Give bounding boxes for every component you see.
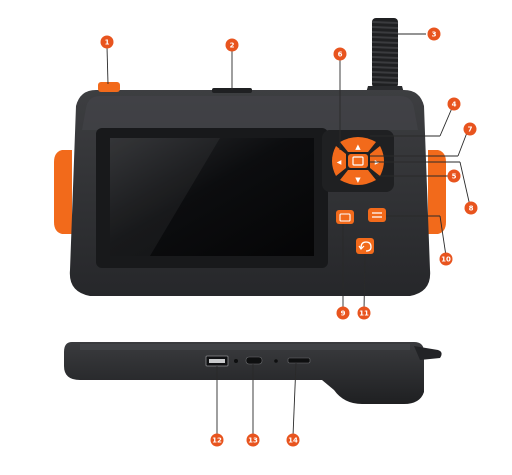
svg-text:12: 12 — [212, 437, 222, 445]
power-button[interactable] — [98, 82, 120, 92]
cable-coil — [371, 71, 399, 74]
cable-coil — [371, 76, 399, 79]
dpad: ▲ ▼ ◀ ▶ — [322, 130, 394, 192]
callout-6: 6 — [333, 47, 347, 61]
callout-13: 13 — [246, 433, 260, 447]
probe-cable — [364, 18, 406, 100]
callout-8: 8 — [464, 201, 478, 215]
cable-coil — [371, 51, 399, 54]
svg-text:7: 7 — [468, 126, 473, 134]
callout-14: 14 — [286, 433, 300, 447]
back-icon — [360, 241, 372, 252]
menu-button[interactable] — [368, 208, 386, 222]
svg-text:10: 10 — [441, 256, 451, 264]
callout-11: 11 — [357, 306, 371, 320]
cable-coil — [371, 36, 399, 39]
sd-card-slot[interactable] — [287, 357, 311, 364]
arrow-up-icon: ▲ — [355, 143, 361, 151]
svg-text:2: 2 — [230, 42, 235, 50]
callout-markers: 1 2 3 4 5 6 7 8 9 10 11 12 13 14 — [100, 27, 478, 447]
callout-9: 9 — [336, 306, 350, 320]
up-button[interactable] — [340, 137, 376, 152]
cable-coil — [371, 21, 399, 24]
svg-text:1: 1 — [105, 39, 110, 47]
cable-coil — [371, 46, 399, 49]
svg-text:8: 8 — [469, 205, 474, 213]
cable-coil — [371, 81, 399, 84]
side-view — [64, 342, 442, 404]
charging-port[interactable] — [245, 356, 263, 365]
callout-2: 2 — [225, 38, 239, 52]
callout-7: 7 — [463, 122, 477, 136]
ok-button[interactable] — [348, 154, 368, 168]
svg-text:4: 4 — [452, 101, 457, 109]
top-vent — [212, 88, 252, 93]
svg-text:9: 9 — [341, 310, 346, 318]
cable-coil — [371, 61, 399, 64]
cable-coil — [371, 26, 399, 29]
front-view: ▲ ▼ ◀ ▶ — [54, 18, 446, 296]
arrow-down-icon: ▼ — [355, 176, 361, 184]
indicator-light — [274, 359, 278, 363]
callout-12: 12 — [210, 433, 224, 447]
down-button[interactable] — [340, 170, 376, 185]
side-body — [64, 342, 424, 404]
svg-text:6: 6 — [338, 51, 343, 59]
left-button[interactable] — [332, 146, 346, 176]
svg-text:11: 11 — [359, 310, 369, 318]
callout-10: 10 — [439, 252, 453, 266]
camera-icon — [339, 213, 351, 222]
cable-coil — [371, 66, 399, 69]
leader-lines — [106, 33, 471, 437]
callout-4: 4 — [447, 97, 461, 111]
svg-text:5: 5 — [452, 173, 457, 181]
arrow-left-icon: ◀ — [337, 159, 342, 166]
cable-coil — [371, 41, 399, 44]
menu-icon — [372, 212, 382, 218]
left-grip — [54, 150, 72, 234]
cable-coil — [371, 56, 399, 59]
display-screen — [110, 138, 314, 256]
reset-hole[interactable] — [234, 359, 238, 363]
ok-icon — [352, 156, 364, 166]
right-button[interactable] — [370, 146, 384, 176]
right-grip — [428, 150, 446, 234]
callout-1: 1 — [100, 35, 114, 49]
svg-text:13: 13 — [248, 437, 258, 445]
svg-text:3: 3 — [432, 31, 437, 39]
snapshot-button[interactable] — [336, 210, 354, 224]
svg-text:14: 14 — [288, 437, 298, 445]
arrow-right-icon: ▶ — [375, 159, 380, 166]
callout-5: 5 — [447, 169, 461, 183]
cable-coil — [371, 31, 399, 34]
callout-3: 3 — [427, 27, 441, 41]
